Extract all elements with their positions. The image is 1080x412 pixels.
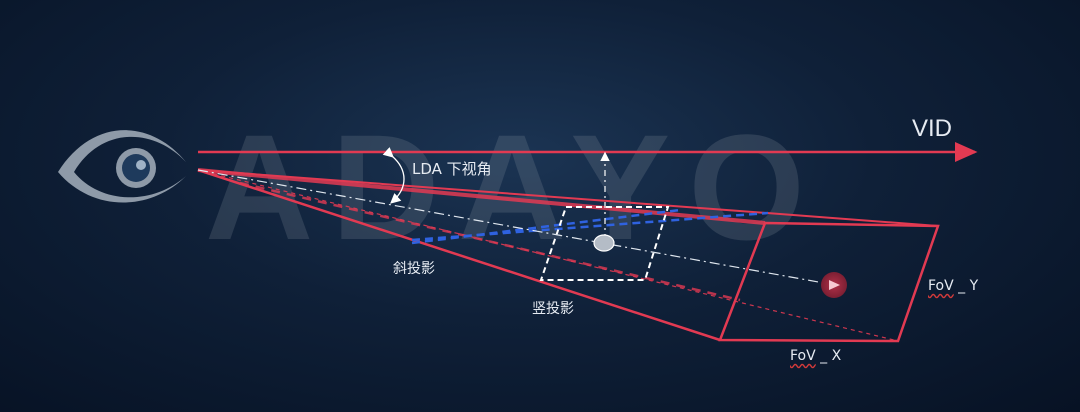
virtual-image-center xyxy=(593,234,615,252)
lda-angle-label: LDA 下视角 xyxy=(412,160,492,178)
adayo-watermark: ADAYO xyxy=(205,103,823,271)
target-point xyxy=(821,272,847,298)
vertical-projection-label: 竖投影 xyxy=(532,301,574,317)
vid-label: VID xyxy=(912,115,953,142)
oblique-projection-lines xyxy=(411,208,769,245)
fov-y-text: FoV xyxy=(928,278,954,294)
fov-frustum xyxy=(197,168,939,342)
fov-x-suffix: _ X xyxy=(815,348,842,364)
oblique-projection-label: 斜投影 xyxy=(393,261,435,277)
fov-x-text: FoV xyxy=(790,348,816,364)
fov-far-plane xyxy=(718,221,940,343)
fov-y-suffix: _ Y xyxy=(953,278,979,294)
line-of-sight xyxy=(197,169,836,286)
fov-y-label: FoV _ Y xyxy=(928,279,978,293)
lda-angle-arrow xyxy=(382,146,405,204)
fov-x-label: FoV _ X xyxy=(790,349,841,363)
eye-icon xyxy=(58,130,186,203)
